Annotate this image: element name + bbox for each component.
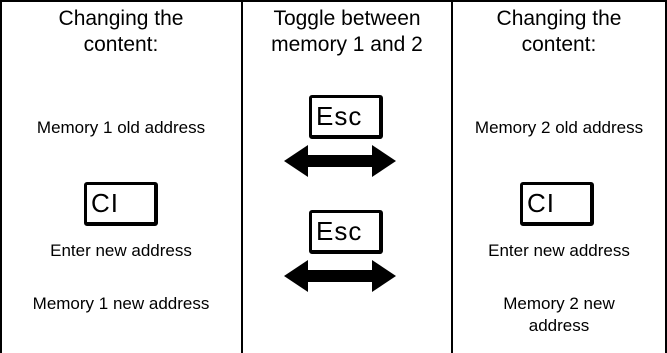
escape-key-label-1: Esc	[316, 101, 363, 131]
escape-key-label-2: Esc	[316, 216, 363, 246]
clear-key-label: CI	[91, 188, 119, 218]
double-headed-arrow-icon	[284, 260, 396, 292]
column-3-heading-line-1: Changing the	[496, 7, 622, 30]
enter-new-address-2: Enter new address	[488, 241, 630, 260]
clear-key-icon: CI	[520, 182, 594, 226]
column-divider-1	[241, 0, 243, 353]
table-left-border	[0, 0, 2, 353]
column-1-heading-line-2: content:	[83, 33, 159, 56]
column-2-heading-line-2: memory 1 and 2	[271, 33, 423, 56]
memory-2-old-address: Memory 2 old address	[474, 118, 644, 137]
enter-new-address-1: Enter new address	[50, 241, 192, 260]
column-1-heading-line-1: Changing the	[58, 7, 184, 30]
memory-2-new-address-line-2: address	[528, 316, 590, 335]
column-2-heading-line-1: Toggle between	[273, 7, 421, 30]
table-right-border	[665, 0, 667, 353]
column-divider-2	[451, 0, 453, 353]
double-headed-arrow-icon	[284, 145, 396, 177]
clear-key-label: CI	[527, 188, 555, 218]
memory-1-old-address: Memory 1 old address	[36, 118, 206, 137]
memory-1-new-address: Memory 1 new address	[32, 294, 210, 313]
table-top-border	[0, 0, 667, 2]
escape-key-icon: Esc	[309, 210, 383, 254]
clear-key-icon: CI	[84, 182, 158, 226]
escape-key-icon: Esc	[309, 95, 383, 139]
memory-2-new-address-line-1: Memory 2 new	[503, 294, 615, 313]
column-3-heading-line-2: content:	[521, 33, 597, 56]
